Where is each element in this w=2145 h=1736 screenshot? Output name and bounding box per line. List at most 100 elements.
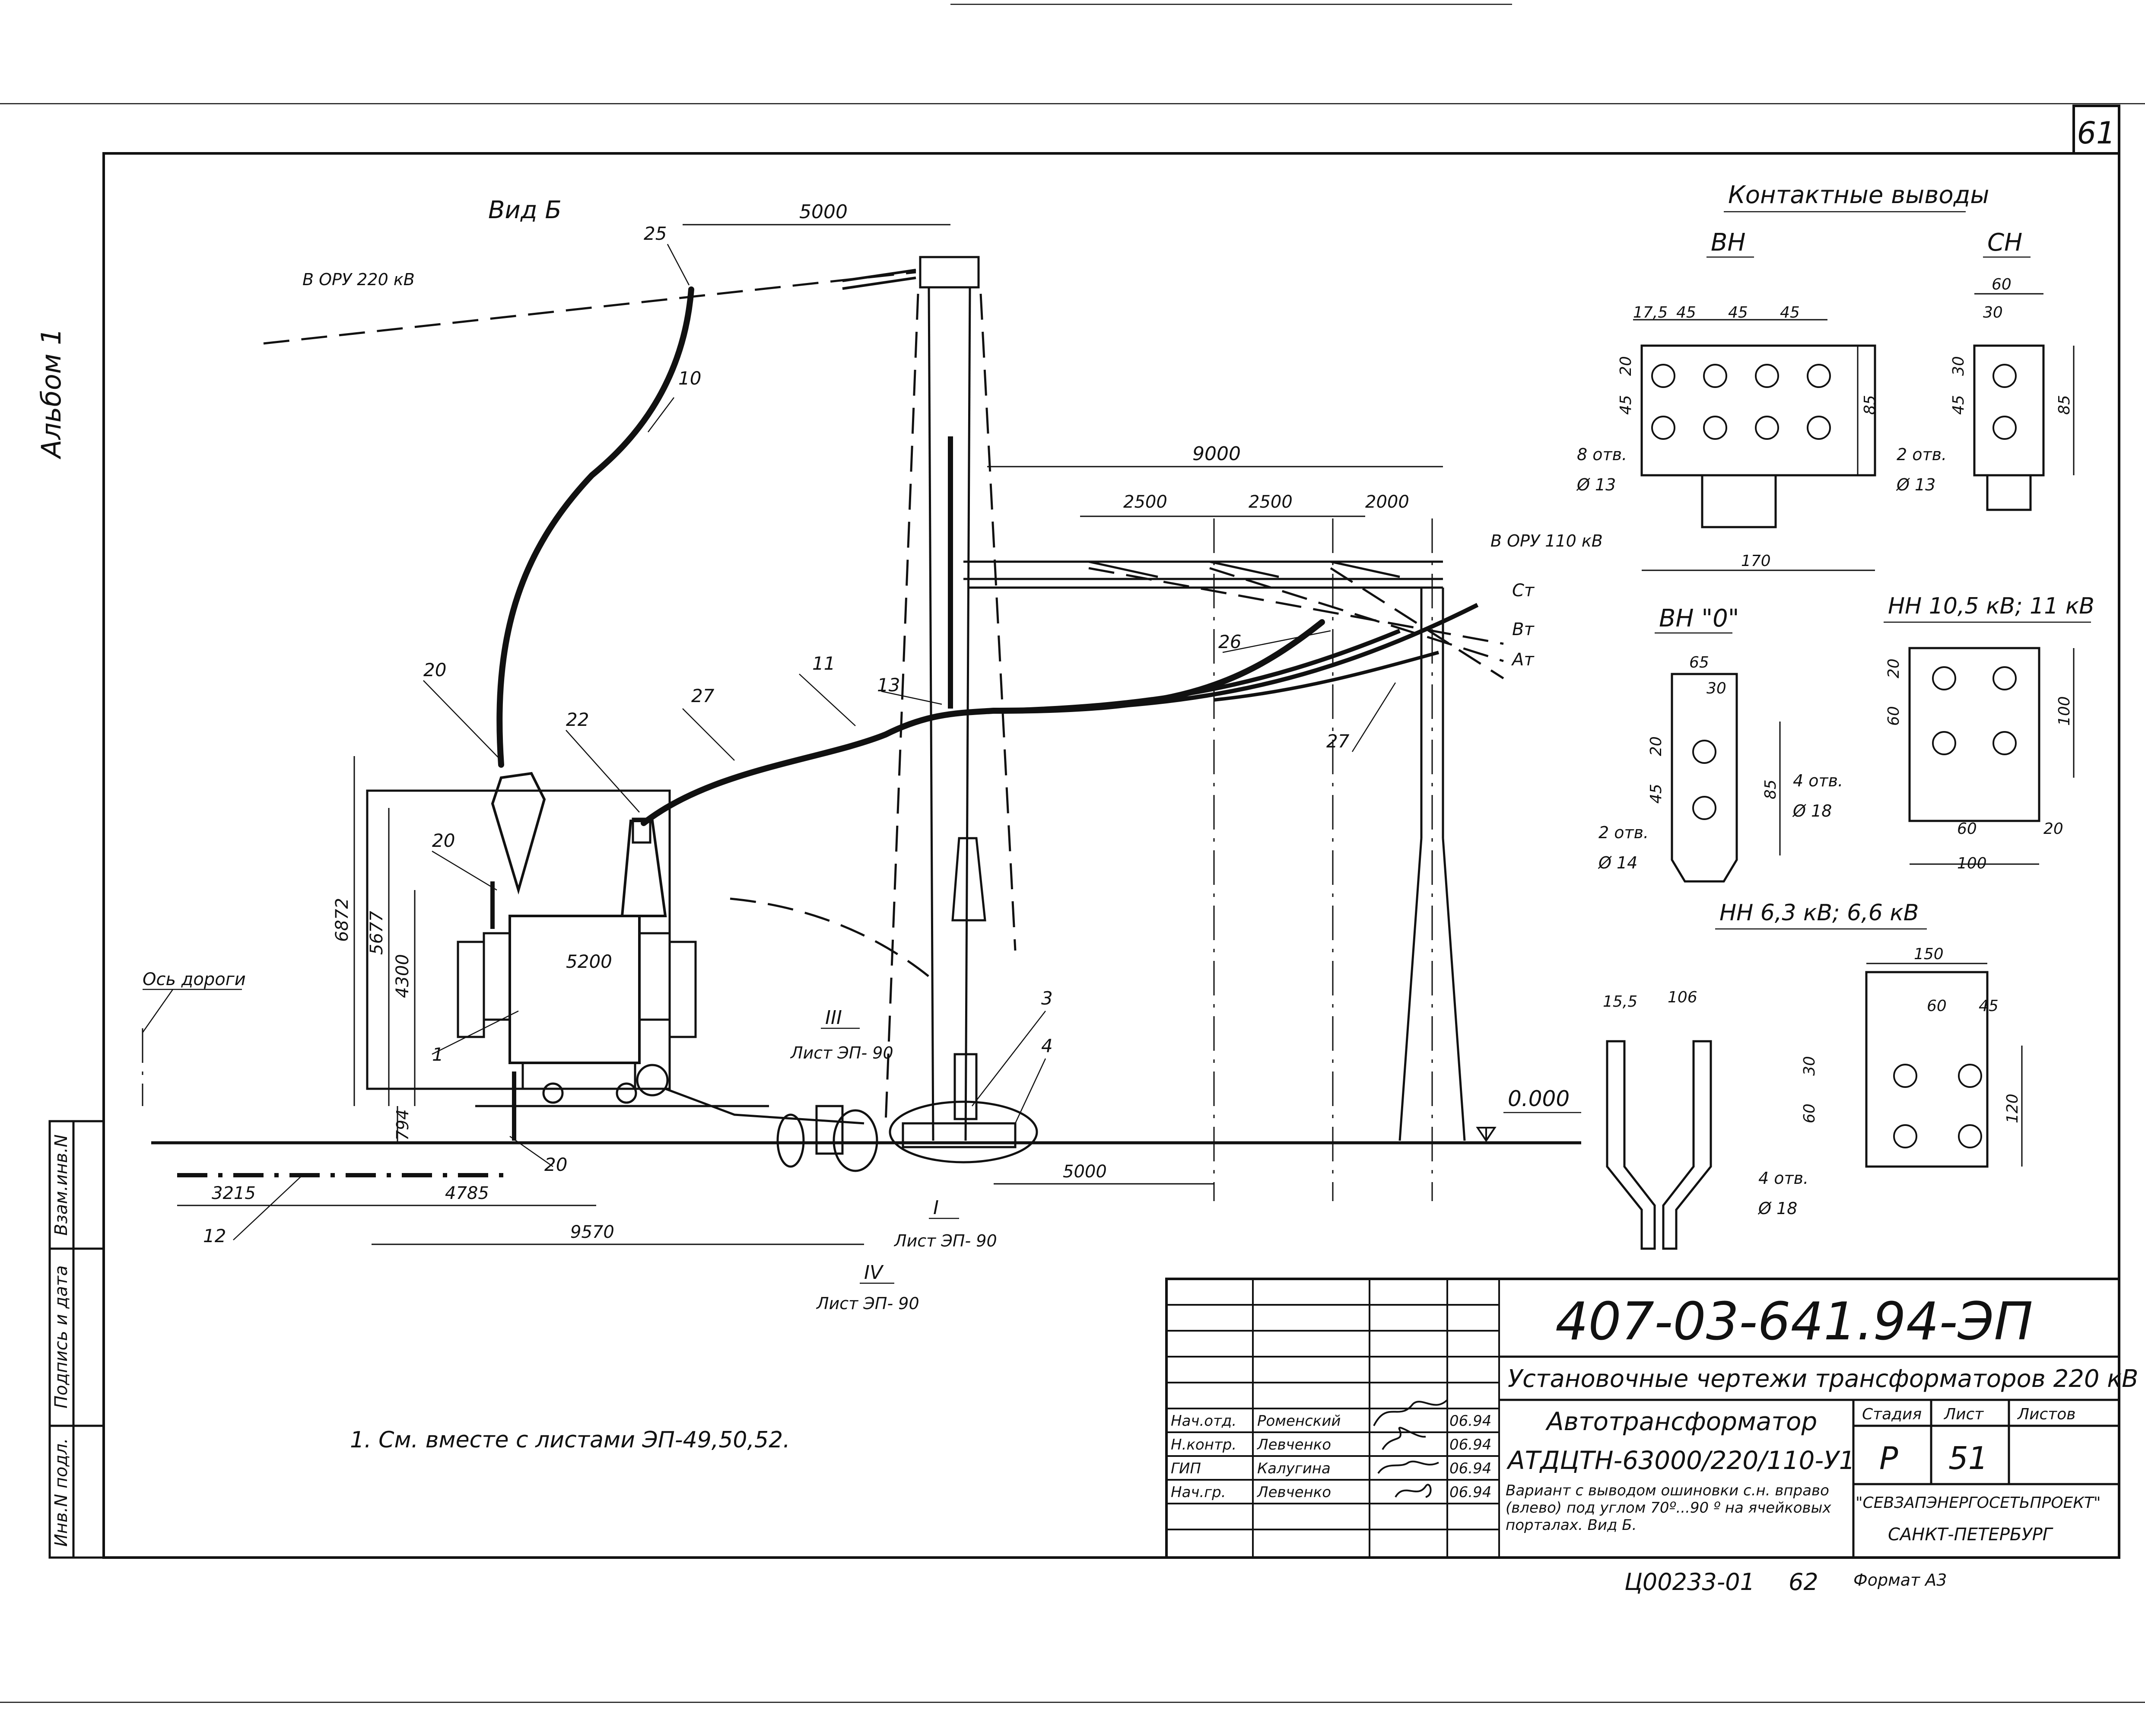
- nn6-dim-45: 45: [1979, 997, 1999, 1015]
- vn-dim-20: 20: [1617, 356, 1635, 376]
- hdr-sheet: Лист: [1943, 1405, 1984, 1423]
- nn6-bars: [1606, 1040, 1712, 1250]
- side-stamp: Взам.инв.N Подпись и дата Инв.N подл.: [48, 1120, 105, 1559]
- dim-bottom-5000: 5000: [1063, 1162, 1107, 1182]
- vn0-label: ВН "0": [1659, 604, 1739, 633]
- zero-level: 0.000: [1508, 1086, 1570, 1111]
- dim-bottom-9570: 9570: [570, 1222, 614, 1242]
- page-number: 61: [2077, 115, 2115, 151]
- signer-name-3: Калугина: [1257, 1460, 1331, 1477]
- vn-holes: 8 отв.: [1577, 445, 1627, 464]
- nn6-label: НН 6,3 кВ; 6,6 кВ: [1719, 900, 1919, 926]
- label-oru-220: В ОРУ 220 кВ: [302, 270, 415, 289]
- signer-date-2: 06.94: [1449, 1436, 1491, 1453]
- dim-spacing-1: 2500: [1123, 492, 1167, 512]
- pos-27-b: 27: [1326, 731, 1350, 752]
- detail-IV-mark: IV: [864, 1262, 884, 1284]
- dimension-lines: [177, 224, 1443, 1245]
- signer-name-4: Левченко: [1256, 1484, 1331, 1501]
- pos-12: 12: [203, 1225, 226, 1246]
- detail-IV-circle: [776, 1113, 805, 1168]
- conductor-26b: [993, 603, 1479, 713]
- contacts-title: Контактные выводы: [1728, 181, 1989, 209]
- nn10-dim-100: 100: [1957, 855, 1987, 872]
- detail-III-mark: III: [825, 1007, 842, 1029]
- view-title: Вид Б: [488, 196, 562, 224]
- signer-role-3: ГИП: [1171, 1460, 1201, 1477]
- org-city: САНКТ-ПЕТЕРБУРГ: [1888, 1525, 2053, 1545]
- nn6-plate: [1865, 963, 2023, 1168]
- tank-width: 5200: [566, 951, 612, 972]
- nn6-dim-150: 150: [1914, 945, 1944, 963]
- phase-at: Ат: [1511, 650, 1535, 670]
- signer-date-3: 06.94: [1449, 1460, 1491, 1477]
- archive-number: Ц00233-01: [1624, 1568, 1755, 1596]
- signer-role-1: Нач.отд.: [1171, 1412, 1236, 1430]
- sheet-number: 51: [1948, 1440, 1988, 1476]
- sn-dim-60: 60: [1992, 276, 2012, 293]
- signer-name-2: Левченко: [1256, 1436, 1331, 1453]
- vn0-plate: [1671, 673, 1781, 883]
- dim-spacing-2: 2500: [1249, 492, 1293, 512]
- transformer: [366, 772, 930, 1141]
- ground: [151, 1053, 1581, 1177]
- nn10-holes: 4 отв.: [1793, 771, 1843, 790]
- project-title: Установочные чертежи трансформаторов 220…: [1508, 1365, 2139, 1393]
- detail-III-sheet: Лист ЭП- 90: [790, 1043, 893, 1062]
- hdr-sheets: Листов: [2017, 1405, 2075, 1423]
- insulator-string-top: [842, 269, 916, 290]
- format-label: Формат А3: [1853, 1571, 1947, 1590]
- sn-holes: 2 отв.: [1897, 445, 1947, 464]
- vn0-holes: 2 отв.: [1598, 823, 1649, 842]
- dim-bottom-4785: 4785: [445, 1183, 489, 1203]
- pos-26: 26: [1218, 631, 1241, 652]
- portal-column-left: [884, 256, 1017, 1141]
- dim-height-6872: 6872: [332, 898, 352, 942]
- drawing-name-2: АТДЦТН-63000/220/110-У1: [1506, 1446, 1855, 1475]
- vn-plate: [1633, 319, 1876, 571]
- signer-name-1: Роменский: [1257, 1412, 1341, 1430]
- dim-portal-span: 9000: [1192, 443, 1241, 465]
- position-leaders: [233, 244, 1396, 1240]
- nn6-dia: Ø 18: [1757, 1199, 1797, 1218]
- nn6-dim-60v: 60: [1801, 1103, 1818, 1123]
- dim-height-4300: 4300: [393, 954, 413, 998]
- detail-I-circle: [833, 1109, 878, 1172]
- dim-bottom-3215: 3215: [212, 1183, 256, 1203]
- pos-20-a: 20: [423, 659, 446, 680]
- vn0-dim-45: 45: [1647, 784, 1665, 804]
- sn-dim-30v: 30: [1950, 356, 1967, 376]
- pos-27-a: 27: [691, 685, 715, 706]
- dim-height-5677: 5677: [367, 911, 387, 955]
- nn10-plate: [1908, 647, 2075, 865]
- dim-height-794: 794: [393, 1109, 412, 1141]
- pos-22: 22: [566, 709, 589, 730]
- stage-value: Р: [1879, 1440, 1898, 1476]
- main-view: Вид Б В ОРУ 220 кВ В ОРУ 110 кВ: [142, 196, 1603, 1313]
- label-oru-110: В ОРУ 110 кВ: [1490, 531, 1603, 550]
- nn6-dim-60: 60: [1927, 997, 1947, 1015]
- vn0-dim-85: 85: [1762, 779, 1780, 799]
- vn-dim-85: 85: [1861, 395, 1879, 415]
- pos-1: 1: [432, 1044, 444, 1065]
- sn-plate: [1973, 293, 2075, 511]
- conductor-10: [496, 286, 694, 768]
- signer-role-4: Нач.гр.: [1171, 1484, 1226, 1501]
- drawing-name-1: Автотрансформатор: [1545, 1407, 1817, 1436]
- stamp-sign-date: Подпись и дата: [51, 1265, 71, 1409]
- sn-dim-85: 85: [2056, 395, 2073, 415]
- pos-13: 13: [877, 674, 900, 696]
- vn-label: ВН: [1711, 229, 1746, 257]
- nn6-dim-30: 30: [1801, 1056, 1818, 1076]
- conductor-11: [641, 619, 1325, 826]
- pos-3: 3: [1041, 988, 1053, 1009]
- signatures: [1373, 1399, 1448, 1498]
- vn0-dim-65: 65: [1689, 654, 1709, 671]
- phase-vt: Вт: [1512, 620, 1535, 639]
- oru-220-line: [263, 271, 916, 345]
- sn-label: СН: [1987, 229, 2022, 257]
- album-label: Альбом 1: [35, 328, 67, 460]
- detail-IV-sheet: Лист ЭП- 90: [816, 1294, 919, 1313]
- description: Вариант с выводом ошиновки с.н. вправо (…: [1506, 1482, 1831, 1534]
